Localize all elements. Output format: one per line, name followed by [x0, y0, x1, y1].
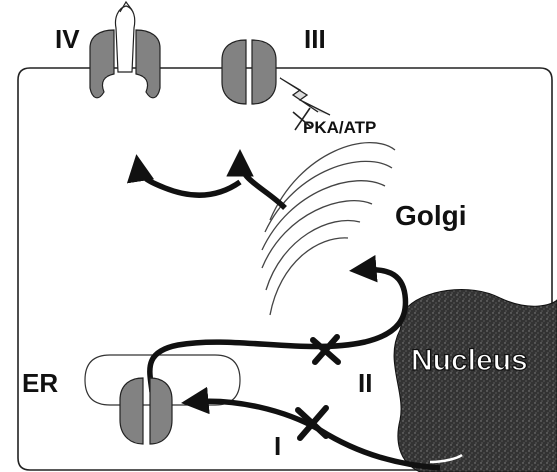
- nucleus-label: Nucleus: [411, 344, 528, 377]
- trafficking-arrow-membrane: [138, 165, 240, 195]
- class-i-label: I: [274, 431, 281, 461]
- er-label: ER: [22, 368, 58, 398]
- kinase-label: PKA/ATP: [303, 118, 376, 137]
- class-iv-label: IV: [55, 24, 80, 54]
- golgi-apparatus: [262, 143, 395, 315]
- trafficking-arrow-golgi-branch: [240, 160, 285, 208]
- channel-icon: [120, 378, 172, 444]
- block-x-icon: [313, 337, 338, 362]
- class-iii-label: III: [304, 24, 326, 54]
- channel-gate-icon: [115, 2, 134, 72]
- nucleus: [394, 289, 557, 472]
- channel-icon: [222, 40, 276, 104]
- lightning-icon: [280, 78, 330, 115]
- golgi-label: Golgi: [395, 200, 467, 231]
- class-ii-label: II: [358, 368, 372, 398]
